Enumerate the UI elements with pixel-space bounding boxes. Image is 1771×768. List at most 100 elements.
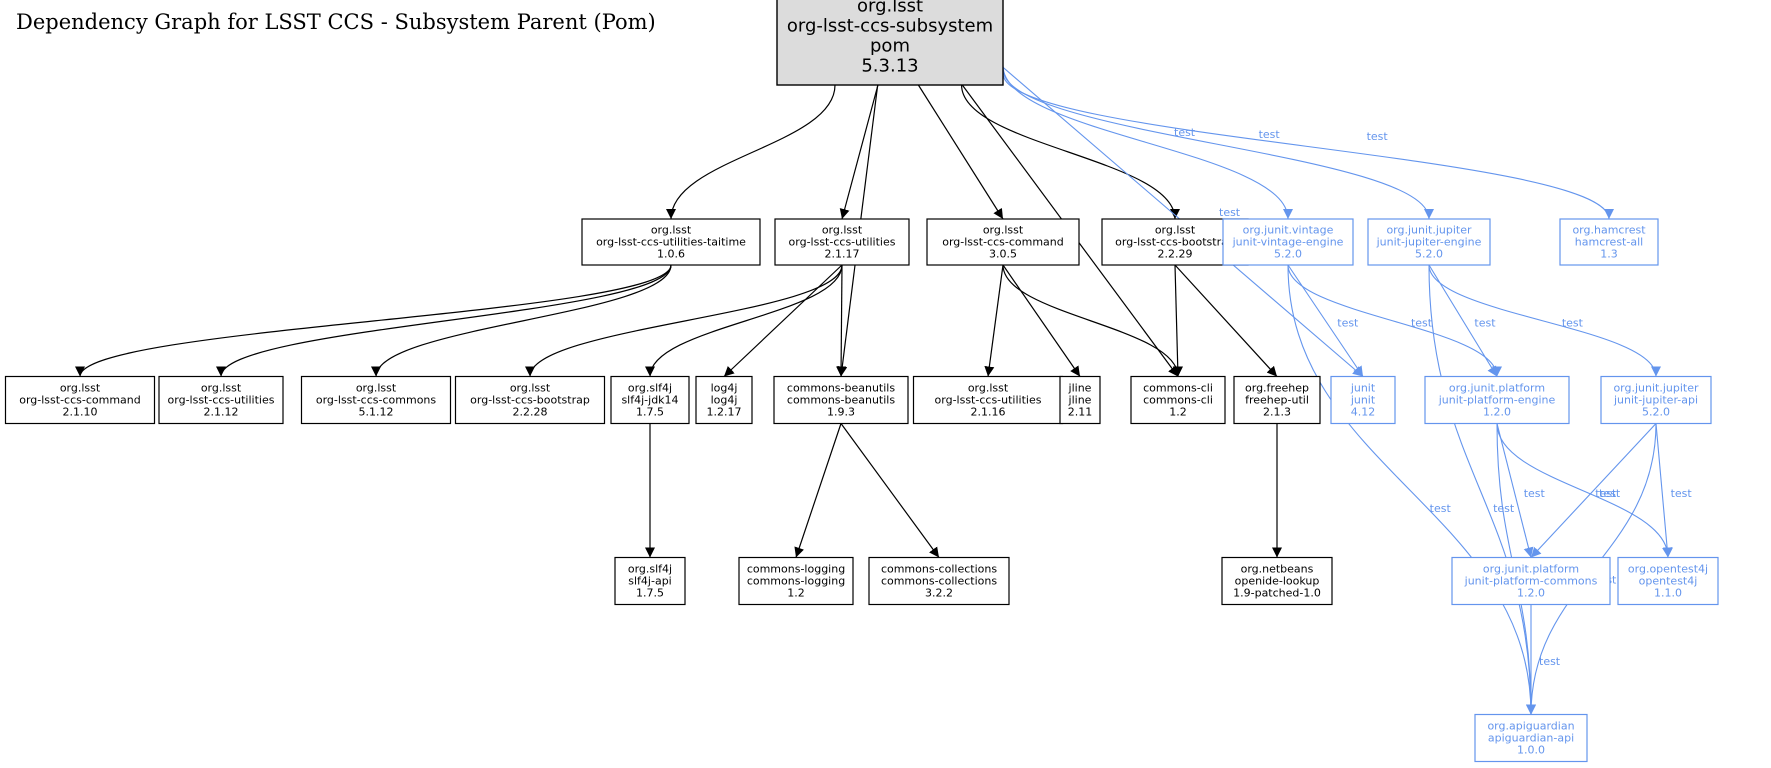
node-box: [158, 375, 284, 425]
edge-label-jupiterapi-to-opentest4j: test: [1671, 487, 1693, 500]
node-artifact-id: slf4j-jdk14: [621, 393, 678, 406]
node-group-id: commons-collections: [881, 562, 997, 575]
node-artifact-id: org-lsst-ccs-command: [942, 235, 1064, 248]
node-artifact-id: junit-jupiter-engine: [1376, 235, 1482, 248]
node-artifact-id: commons-collections: [881, 574, 997, 587]
node-version: 1.7.5: [636, 405, 664, 418]
edge-jupiterapi-to-opentest4j: [1655, 423, 1673, 558]
node-version: 2.1.12: [204, 405, 239, 418]
node-artifact-id: log4j: [711, 393, 738, 406]
edge-label-root-to-hamcrest: test: [1367, 130, 1389, 143]
node-version: 1.3: [1600, 247, 1618, 260]
node-artifact-id: commons-beanutils: [787, 393, 895, 406]
edge-root-to-command305: [917, 84, 1004, 220]
node-commons-collections: commons-collectionscommons-collections3.…: [868, 556, 1010, 606]
edge-label-platformengine-to-platformcommons: test: [1524, 487, 1546, 500]
edge-utilities2117-to-slf4jjdk14: [645, 264, 843, 377]
node-artifact-id: junit-vintage-engine: [1232, 235, 1344, 248]
node-box: [868, 556, 1010, 606]
node-artifact-id: junit: [1350, 393, 1376, 406]
node-box: [1130, 375, 1226, 425]
node-box: [610, 375, 690, 425]
edge-platformengine-to-platformcommons: [1496, 423, 1534, 558]
edge-root-to-bootstrap2229: [960, 84, 1180, 220]
node-box: [454, 375, 606, 425]
node-artifact-id: org-lsst-ccs-commons: [316, 393, 437, 406]
node-artifact-id: org-lsst-ccs-utilities: [789, 235, 896, 248]
node-version: 3.2.2: [925, 586, 953, 599]
node-version: 3.0.5: [989, 247, 1017, 260]
node-box: [1451, 556, 1611, 606]
edge-command305-to-commonscli: [1002, 264, 1183, 377]
node-version: 1.7.5: [636, 586, 664, 599]
node-group-id: org.junit.jupiter: [1613, 381, 1699, 394]
node-group-id: org.hamcrest: [1572, 223, 1646, 236]
edge-root-to-hamcrest: [1002, 73, 1614, 220]
edge-command305-to-utilities2116: [984, 264, 1004, 377]
edge-taitime-to-command2110: [75, 264, 672, 377]
edge-jupiterengine-to-jupiterapi: [1428, 264, 1661, 377]
edge-label-root-to-vintage: test: [1174, 126, 1196, 139]
node-box: [1617, 556, 1719, 606]
edge-vintage-to-platformengine: [1287, 264, 1502, 377]
node-artifact-id: org-lsst-ccs-bootstrap: [1115, 235, 1235, 248]
edge-label-vintage-to-apiguardian: test: [1430, 502, 1452, 515]
node-version: 1.9-patched-1.0: [1233, 586, 1321, 599]
node-artifact-id: org-lsst-ccs-utilities: [168, 393, 275, 406]
node-junit-platform-engine: org.junit.platformjunit-platform-engine1…: [1424, 375, 1570, 425]
node-box: [1222, 218, 1354, 266]
node-openide-lookup: org.netbeansopenide-lookup1.9-patched-1.…: [1221, 556, 1333, 606]
edge-platformengine-to-opentest4j: [1496, 423, 1673, 558]
node-version: 1.2.0: [1483, 405, 1511, 418]
node-group-id: org.lsst: [1155, 223, 1196, 236]
edge-taitime-to-commons5112: [371, 264, 672, 377]
node-version: 5.2.0: [1642, 405, 1670, 418]
node-box: [1424, 375, 1570, 425]
node-artifact-id: opentest4j: [1639, 574, 1698, 587]
node-version: 2.2.29: [1158, 247, 1193, 260]
node-version: 2.2.28: [513, 405, 548, 418]
node-version: 1.0.0: [1517, 743, 1545, 756]
node-group-id: org.apiguardian: [1487, 719, 1574, 732]
edge-utilities2117-to-bootstrap2228: [525, 264, 843, 377]
node-version: 1.2: [1169, 405, 1187, 418]
node-box: [4, 375, 156, 425]
edge-label-jupiterengine-to-jupiterapi: test: [1562, 316, 1584, 329]
node-box: [738, 556, 854, 606]
node-group-id: org.junit.jupiter: [1386, 223, 1472, 236]
node-version: 2.1.16: [971, 405, 1006, 418]
node-box: [773, 375, 909, 425]
node-version: 4.12: [1351, 405, 1376, 418]
edge-label-jupiterapi-to-platformcommons: test: [1595, 487, 1617, 500]
node-group-id: org.lsst: [822, 223, 863, 236]
edge-label-root-to-junit: test: [1219, 206, 1241, 219]
node-group-id: org.netbeans: [1241, 562, 1314, 575]
node-org-lsst-ccs-utilities-taitime: org.lsstorg-lsst-ccs-utilities-taitime1.…: [581, 218, 761, 266]
node-version: 2.11: [1068, 405, 1093, 418]
node-artifact-id: apiguardian-api: [1488, 731, 1574, 744]
edge-beanutils-to-commonscollections: [840, 423, 940, 558]
node-group-id: commons-cli: [1143, 381, 1213, 394]
edge-taitime-to-utilities2112: [216, 264, 672, 377]
node-artifact-id: hamcrest-all: [1575, 235, 1643, 248]
node-version: 1.1.0: [1654, 586, 1682, 599]
node-artifact-id: junit-jupiter-api: [1613, 393, 1698, 406]
node-group-id: org.lsst: [857, 0, 923, 17]
node-group-id: org.slf4j: [628, 562, 672, 575]
edge-label-platformcommons-to-apiguardian: test: [1539, 655, 1561, 668]
node-version: 5.1.12: [359, 405, 394, 418]
page-title: Dependency Graph for LSST CCS - Subsyste…: [16, 10, 656, 34]
